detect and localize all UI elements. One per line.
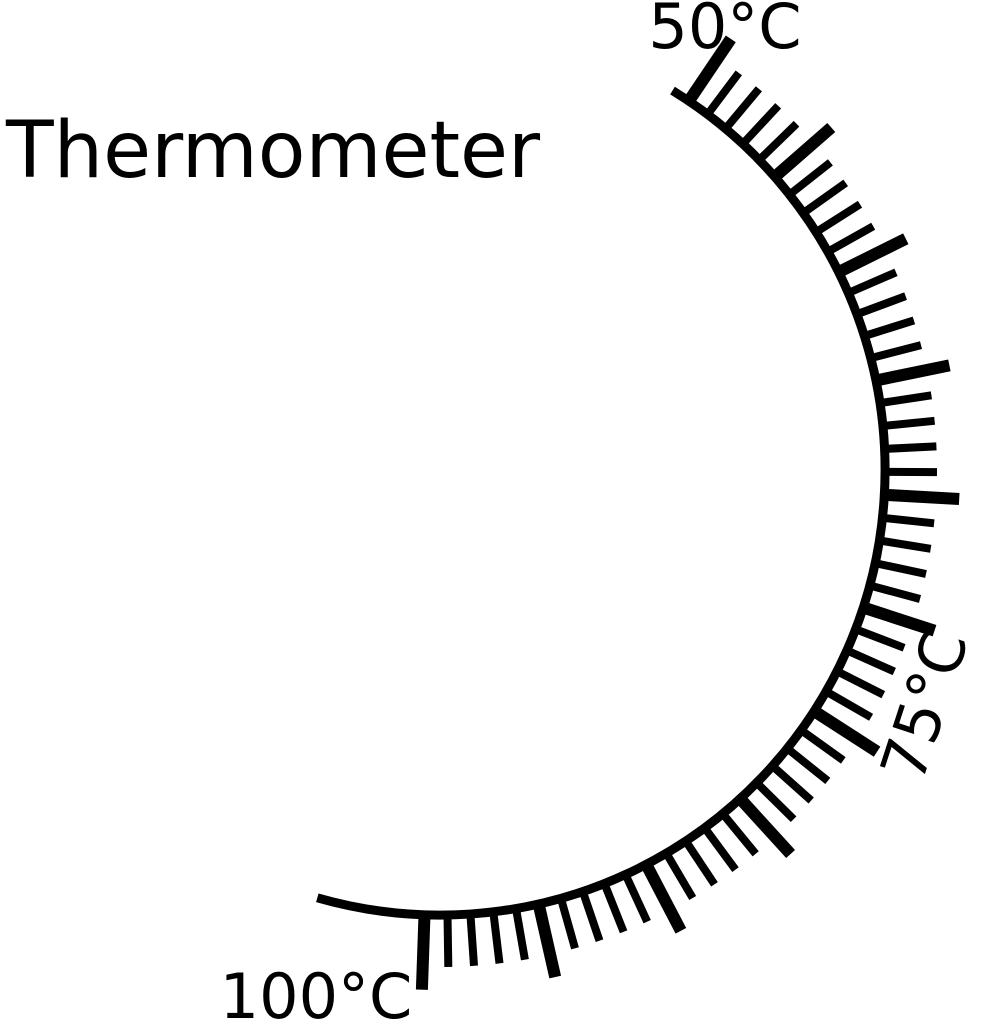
major-tick: [415, 914, 431, 990]
minor-tick: [855, 292, 908, 319]
minor-tick: [874, 559, 927, 578]
minor-tick: [854, 625, 906, 652]
major-tick: [735, 794, 796, 859]
minor-tick: [878, 536, 932, 553]
minor-tick: [753, 779, 797, 823]
minor-tick: [881, 513, 935, 528]
minor-tick: [798, 726, 846, 764]
minor-tick: [719, 811, 759, 857]
major-tick: [810, 706, 881, 757]
minor-tick: [835, 667, 886, 699]
minor-tick: [662, 851, 697, 901]
minor-tick: [739, 103, 782, 147]
minor-tick: [466, 913, 478, 967]
minor-tick: [682, 838, 718, 887]
scale-label-100: 100°C: [220, 960, 413, 1024]
minor-tick: [824, 687, 874, 721]
minor-tick: [813, 200, 863, 236]
minor-tick: [784, 745, 831, 785]
major-tick: [861, 601, 937, 637]
minor-tick: [722, 86, 762, 132]
minor-tick: [512, 907, 529, 961]
major-tick: [874, 359, 951, 387]
minor-tick: [600, 882, 628, 934]
scale-label-50: 50°C: [648, 0, 801, 63]
minor-tick: [443, 914, 453, 967]
minor-tick: [704, 70, 742, 117]
minor-tick: [869, 341, 923, 362]
scale-labels: 50°C 75°C 100°C: [220, 0, 983, 1024]
minor-tick: [621, 872, 651, 924]
gauge-title: Thermometer: [6, 106, 541, 196]
minor-tick: [769, 762, 814, 804]
major-tick: [770, 122, 836, 182]
minor-tick: [863, 316, 916, 340]
scale-label-75: 75°C: [866, 621, 983, 789]
scale-arc: [316, 86, 890, 920]
tick-marks: [415, 35, 960, 990]
major-tick: [683, 35, 736, 105]
major-tick: [835, 233, 909, 278]
major-tick: [640, 861, 687, 934]
minor-tick: [579, 890, 604, 942]
minor-tick: [557, 897, 579, 950]
minor-tick: [489, 911, 504, 964]
minor-tick: [882, 416, 935, 430]
major-tick: [883, 488, 960, 505]
minor-tick: [868, 581, 922, 603]
minor-tick: [884, 442, 937, 453]
minor-tick: [845, 646, 896, 676]
minor-tick: [825, 222, 876, 256]
minor-tick: [756, 120, 800, 163]
minor-tick: [787, 159, 833, 198]
minor-tick: [846, 268, 898, 297]
minor-tick: [800, 179, 849, 217]
minor-tick: [879, 391, 933, 408]
major-tick: [532, 902, 562, 979]
minor-tick: [701, 825, 739, 872]
